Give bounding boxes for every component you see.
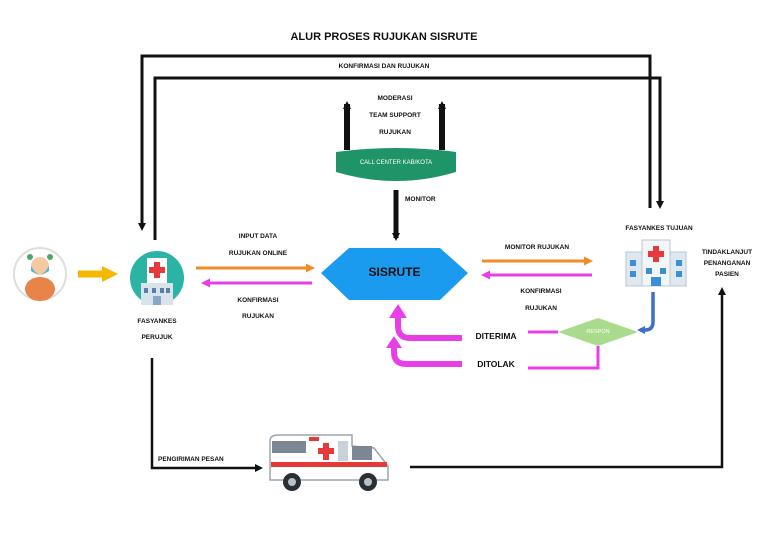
ambulance-icon (269, 434, 389, 491)
konfirmasi-left-label: KONFIRMASI (237, 297, 279, 304)
respon-diamond (558, 318, 638, 346)
call-center-shape (336, 148, 456, 181)
hospital-circle-icon (130, 251, 184, 305)
ditolak-return-arrow (391, 346, 462, 367)
team-support-label: TEAM SUPPORT (369, 112, 421, 119)
konfirmasi-right-label: KONFIRMASI (520, 288, 562, 295)
tindaklanjut-label: TINDAKLANJUT (701, 249, 753, 256)
hospital-building-icon (625, 239, 687, 287)
sisrute-label: SISRUTE (368, 265, 421, 279)
inner-loop-arrow (153, 76, 664, 240)
ditolak-line (528, 346, 600, 370)
pengiriman-pesan-label: PENGIRIMAN PESAN (158, 456, 224, 463)
monitor-label: MONITOR (405, 196, 436, 203)
input-data-label: INPUT DATA (238, 233, 278, 240)
fasyankes-perujuk-label: FASYANKES (137, 318, 177, 325)
rujukan-label: RUJUKAN (379, 129, 411, 136)
rujukan-right-label: RUJUKAN (525, 305, 557, 312)
perujuk-label: PERUJUK (141, 334, 173, 341)
ditolak-label: DITOLAK (477, 359, 515, 369)
moderasi-label: MODERASI (377, 95, 413, 102)
outer-loop-arrow (138, 54, 652, 231)
pengiriman-arrow (150, 358, 263, 472)
penanganan-label: PENANGANAN (703, 260, 751, 267)
patient-icon (13, 247, 67, 301)
ambulance-to-tindaklanjut-arrow (410, 287, 726, 469)
rujukan-online-label: RUJUKAN ONLINE (228, 250, 288, 257)
diterima-label: DITERIMA (475, 331, 517, 341)
tujuan-to-respon-arrow (637, 292, 655, 334)
sisrute-hexagon (321, 248, 468, 300)
monitor-rujukan-label: MONITOR RUJUKAN (504, 244, 570, 251)
konfirmasi-dan-rujukan-label: KONFIRMASI DAN RUJUKAN (338, 63, 430, 70)
call-center-label: CALL CENTER KAB/KOTA (359, 160, 433, 166)
diagram-title: ALUR PROSES RUJUKAN SISRUTE (290, 31, 478, 43)
fasyankes-tujuan-label: FASYANKES TUJUAN (625, 225, 693, 232)
pasien-label: PASIEN (715, 271, 739, 278)
respon-label: RESPON (586, 329, 610, 335)
rujukan-left-label: RUJUKAN (242, 313, 274, 320)
diterima-return-arrow (395, 316, 462, 341)
